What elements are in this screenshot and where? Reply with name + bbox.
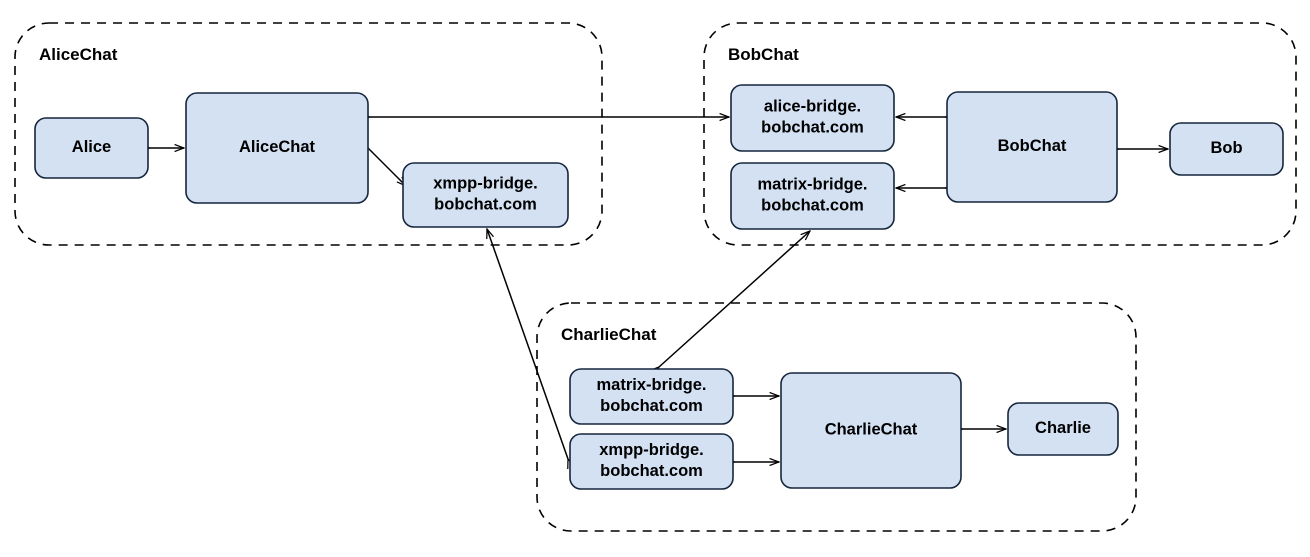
node-alice-xmpp-rect	[402, 162, 569, 228]
node-bob-label: Bob	[1210, 139, 1242, 157]
node-charlie[interactable]: Charlie	[1007, 402, 1119, 456]
node-alicechat[interactable]: AliceChat	[185, 92, 369, 204]
node-charlie-xmpp-rect	[569, 433, 734, 490]
group-bobchat	[703, 22, 1297, 246]
node-alice[interactable]: Alice	[34, 117, 149, 179]
node-alice-xmpp[interactable]: xmpp-bridge.bobchat.com	[402, 162, 569, 228]
node-charlie-xmpp[interactable]: xmpp-bridge.bobchat.com	[569, 433, 734, 490]
node-bob-alice-bridge[interactable]: alice-bridge.bobchat.com	[730, 84, 895, 152]
edges	[150, 117, 1168, 462]
group-bobchat-label: BobChat	[728, 45, 799, 64]
node-bob-matrix-rect	[730, 162, 895, 230]
node-bobchat-rect	[946, 91, 1118, 203]
edge-charliematrix-bobmatrix	[659, 231, 810, 367]
node-bobchat-label: BobChat	[998, 137, 1067, 155]
group-alicechat-label: AliceChat	[39, 45, 118, 64]
group-alicechat	[14, 22, 603, 246]
node-bobchat[interactable]: BobChat	[946, 91, 1118, 203]
node-charlie-xmpp-label: xmpp-bridge.bobchat.com	[599, 441, 704, 480]
nodes: Alice AliceChat xmpp-bridge.bobchat.com ali…	[34, 84, 1284, 490]
node-charlie-label: Charlie	[1035, 419, 1091, 437]
node-bob-matrix-label: matrix-bridge.bobchat.com	[757, 176, 867, 215]
node-alice-xmpp-label: xmpp-bridge.bobchat.com	[433, 175, 538, 214]
node-bob[interactable]: Bob	[1169, 122, 1284, 176]
edge-charliexmpp-alicexmpp	[487, 229, 568, 459]
node-bob-alice-bridge-rect	[730, 84, 895, 152]
node-bob-rect	[1169, 122, 1284, 176]
node-charlie-rect	[1007, 402, 1119, 456]
node-charliechat-label: CharlieChat	[825, 421, 918, 439]
node-bob-alice-bridge-label: alice-bridge.bobchat.com	[761, 98, 864, 137]
node-bob-matrix[interactable]: matrix-bridge.bobchat.com	[730, 162, 895, 230]
node-charliechat[interactable]: CharlieChat	[780, 372, 962, 489]
node-charlie-matrix-label: matrix-bridge.bobchat.com	[596, 376, 706, 415]
node-alicechat-rect	[185, 92, 369, 204]
node-alice-rect	[34, 117, 149, 179]
edge-alicechat-xmppbridge	[367, 147, 406, 186]
node-charliechat-rect	[780, 372, 962, 489]
group-charliechat-label: CharlieChat	[561, 325, 657, 344]
node-charlie-matrix[interactable]: matrix-bridge.bobchat.com	[569, 368, 734, 425]
node-alicechat-label: AliceChat	[239, 138, 316, 156]
node-alice-label: Alice	[72, 138, 111, 156]
node-charlie-matrix-rect	[569, 368, 734, 425]
